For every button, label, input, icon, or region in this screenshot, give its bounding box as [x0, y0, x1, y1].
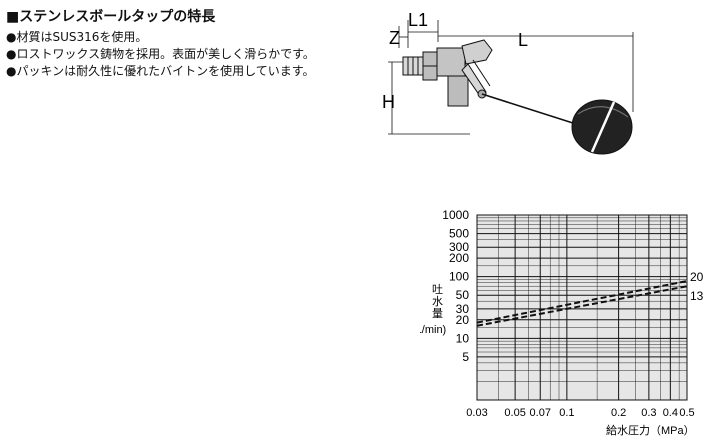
series-label-20: 20: [690, 270, 704, 284]
feature-item-material: ●材質はSUS316を使用。: [6, 30, 148, 44]
dim-label-l: L: [518, 30, 528, 50]
y-axis-label-char-0: 吐: [432, 283, 443, 296]
y-tick-label: 300: [449, 240, 469, 254]
x-tick-label: 0.05: [504, 407, 525, 419]
y-tick-label: 5: [462, 350, 469, 364]
dim-label-l1: L1: [408, 10, 428, 30]
dim-label-h: H: [382, 92, 395, 112]
grid-minor: [477, 215, 687, 400]
y-tick-label: 50: [456, 288, 470, 302]
x-tick-label: 0.03: [466, 407, 487, 419]
y-tick-label: 1000: [442, 208, 469, 222]
y-tick-label: 20: [456, 313, 470, 327]
y-tick-label: 100: [449, 270, 469, 284]
ball-tap-dimension-diagram: Z L1 L H: [382, 10, 634, 155]
y-axis-label-char-2: 量: [432, 307, 443, 320]
y-axis-label-char-1: 水: [432, 295, 443, 308]
y-tick-label: 30: [456, 302, 470, 316]
y-tick-label: 200: [449, 251, 469, 265]
plot-area: [476, 214, 688, 401]
x-axis-label: 給水圧力（MPa）: [606, 423, 695, 437]
x-tick-label: 0.07: [530, 407, 551, 419]
features-title: ■ステンレスボールタップの特長: [6, 9, 216, 25]
x-tick-label: 0.3: [641, 407, 656, 419]
series-label-13: 13: [690, 289, 704, 303]
feature-item-casting: ●ロストワックス鋳物を採用。表面が美しく滑らかです。: [6, 47, 315, 61]
x-tick-label: 0.1: [559, 407, 574, 419]
x-tick-label: 0.5: [679, 407, 694, 419]
x-tick-label: 0.4: [663, 407, 678, 419]
y-tick-label: 10: [456, 331, 470, 345]
features-section: ■ステンレスボールタップの特長 ●材質はSUS316を使用。 ●ロストワックス鋳…: [6, 8, 366, 80]
x-tick-label: 0.2: [611, 407, 626, 419]
dim-label-z: Z: [389, 28, 400, 48]
grid-major: [476, 214, 688, 400]
feature-item-packing: ●パッキンは耐久性に優れたバイトンを使用しています。: [6, 64, 315, 78]
y-axis-unit: (L/min): [420, 324, 446, 336]
y-tick-label: 500: [449, 227, 469, 241]
